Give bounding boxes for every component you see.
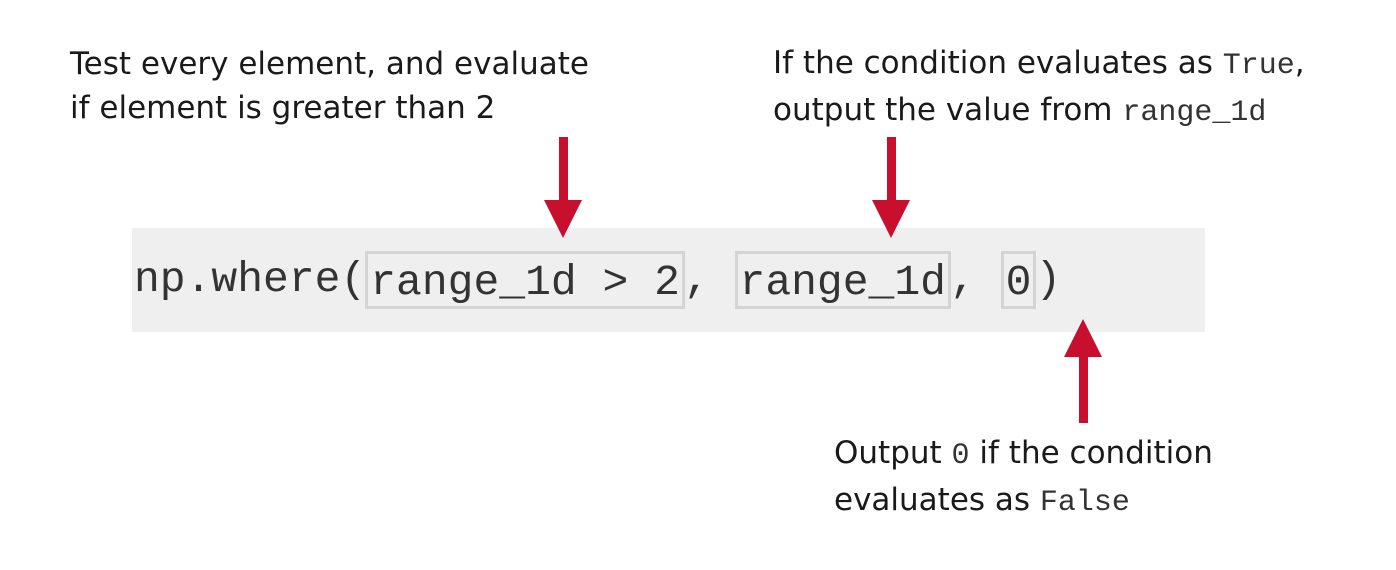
condition-annotation-line-1: Test every element, and evaluate	[70, 46, 589, 82]
condition-argument-box: range_1d > 2	[365, 251, 685, 309]
true-keyword: True	[1222, 49, 1295, 83]
true-value-text: If the condition evaluates as	[773, 45, 1223, 81]
false-value-annotation-line-2: evaluates as False	[834, 478, 1213, 525]
evaluates-as-text: evaluates as	[834, 482, 1040, 518]
true-value-comma: ,	[1294, 45, 1305, 81]
separator-1: ,	[683, 255, 736, 304]
function-call: np.where(	[134, 255, 367, 304]
range-1d-reference: range_1d	[1122, 96, 1267, 130]
code-expression: np.where(range_1d > 2, range_1d, 0)	[134, 251, 1061, 309]
condition-argument: range_1d > 2	[370, 258, 680, 307]
zero-literal: 0	[951, 439, 970, 473]
true-argument-box: range_1d	[734, 251, 951, 309]
separator-2: ,	[949, 255, 1002, 304]
output-prefix: Output	[834, 435, 952, 471]
true-value-annotation-line-2: output the value from range_1d	[773, 88, 1305, 135]
false-value-annotation-line-1: Output 0 if the condition	[834, 431, 1213, 478]
condition-annotation: Test every element, and evaluate if elem…	[70, 42, 589, 130]
true-value-annotation-line-1: If the condition evaluates as True,	[773, 41, 1305, 88]
false-argument-box: 0	[1000, 251, 1037, 309]
condition-text: if the condition	[969, 435, 1213, 471]
closing-paren: )	[1035, 255, 1062, 304]
false-keyword: False	[1039, 486, 1130, 520]
true-value-annotation: If the condition evaluates as True, outp…	[773, 41, 1305, 135]
condition-annotation-line-2: if element is greater than 2	[70, 90, 496, 126]
output-value-text: output the value from	[773, 92, 1123, 128]
false-argument: 0	[1005, 258, 1032, 307]
true-argument: range_1d	[739, 258, 946, 307]
false-value-annotation: Output 0 if the condition evaluates as F…	[834, 431, 1213, 525]
code-background	[132, 228, 1205, 332]
